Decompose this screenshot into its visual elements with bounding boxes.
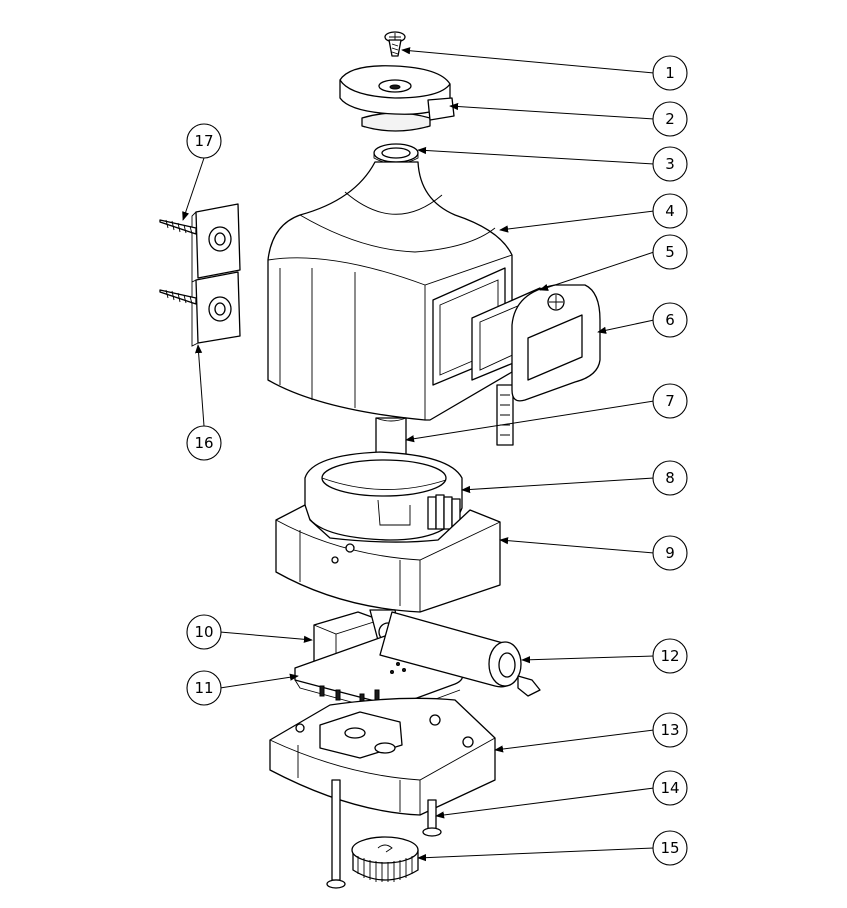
callout-7: 7 — [652, 383, 688, 419]
part-2-cap-clamp — [339, 65, 455, 132]
part-6-bezel — [511, 284, 601, 402]
callout-14: 14 — [652, 770, 688, 806]
callout-2-label: 2 — [665, 110, 675, 128]
part-9-base-housing — [275, 504, 501, 613]
callout-4: 4 — [652, 193, 688, 229]
callout-5-label: 5 — [665, 243, 675, 261]
part-12-battery — [379, 611, 541, 697]
callout-14-label: 14 — [660, 779, 679, 797]
callout-4-label: 4 — [665, 202, 675, 220]
part-17-wood-screws — [159, 219, 197, 305]
callout-6-label: 6 — [665, 311, 675, 329]
callout-10-label: 10 — [194, 623, 213, 641]
callout-13: 13 — [652, 712, 688, 748]
callout-13-label: 13 — [660, 721, 679, 739]
part-3-ring — [373, 143, 419, 165]
part-1-screw — [384, 31, 406, 57]
part-15-knurled-nut — [351, 836, 419, 882]
callout-16: 16 — [186, 425, 222, 461]
callout-3-label: 3 — [665, 155, 675, 173]
part-4-housing — [267, 161, 513, 421]
callout-11: 11 — [186, 670, 222, 706]
callout-12: 12 — [652, 638, 688, 674]
callout-9: 9 — [652, 535, 688, 571]
callout-15-label: 15 — [660, 839, 679, 857]
callout-12-label: 12 — [660, 647, 679, 665]
callout-9-label: 9 — [665, 544, 675, 562]
callout-11-label: 11 — [194, 679, 213, 697]
leader-lines — [182, 47, 655, 862]
contact-plates — [427, 494, 461, 530]
callout-8-label: 8 — [665, 469, 675, 487]
callout-15: 15 — [652, 830, 688, 866]
part-16-bracket — [191, 203, 241, 347]
part-14-pins — [326, 779, 442, 889]
callout-balloons: 1 2 3 4 5 6 7 8 9 10 11 12 13 14 15 16 1… — [186, 55, 688, 866]
callout-7-label: 7 — [665, 392, 675, 410]
part-8-collar — [304, 451, 463, 541]
callout-3: 3 — [652, 146, 688, 182]
callout-10: 10 — [186, 614, 222, 650]
callout-8: 8 — [652, 460, 688, 496]
callout-16-label: 16 — [194, 434, 213, 452]
callout-6: 6 — [652, 302, 688, 338]
callout-1: 1 — [652, 55, 688, 91]
callout-5: 5 — [652, 234, 688, 270]
callout-17: 17 — [186, 123, 222, 159]
callout-2: 2 — [652, 101, 688, 137]
callout-17-label: 17 — [194, 132, 213, 150]
callout-1-label: 1 — [665, 64, 675, 82]
part-13-base-plate — [269, 697, 496, 816]
